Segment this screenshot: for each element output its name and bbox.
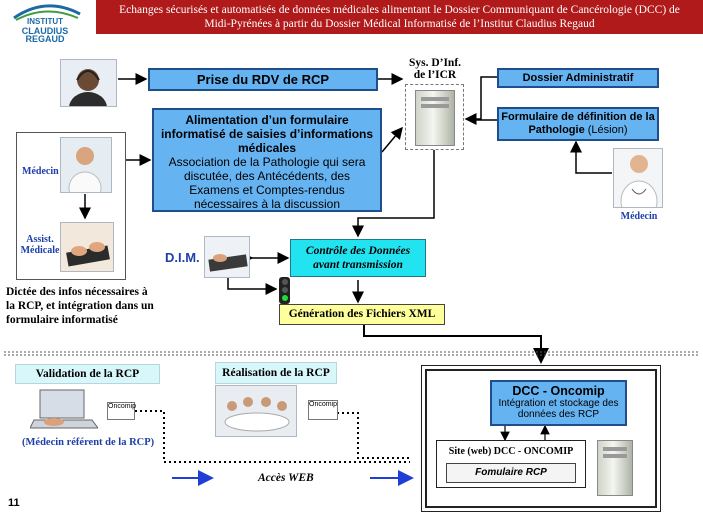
server-frame xyxy=(405,84,464,150)
rdv-label: Prise du RDV de RCP xyxy=(196,72,330,87)
dcc-body: Intégration et stockage des données des … xyxy=(498,398,619,420)
doctor-icon xyxy=(613,148,663,208)
formulaire-def-label: Formulaire de définition de la Pathologi… xyxy=(501,111,655,136)
logo-text: INSTITUT CLAUDIUS REGAUD xyxy=(21,17,69,44)
oncomip-screen: Oncomip xyxy=(308,400,338,420)
realisation-label: Réalisation de la RCP xyxy=(215,362,337,384)
generation-label: Génération des Fichiers XML xyxy=(288,308,436,320)
title-line-2: Midi-Pyrénées à partir du Dossier Médica… xyxy=(204,18,595,30)
acces-web-label: Accès WEB xyxy=(258,472,314,484)
formulaire-body: Association de la Pathologie qui sera di… xyxy=(168,155,366,211)
doctor-icon xyxy=(60,137,112,193)
dossier-admin-box: Dossier Administratif xyxy=(497,68,659,88)
dcc-oncomip-box: DCC - Oncomip Intégration et stockage de… xyxy=(490,380,627,426)
generation-box: Génération des Fichiers XML xyxy=(279,304,445,325)
typing-hands-icon xyxy=(204,236,250,278)
traffic-light-icon xyxy=(279,277,290,304)
dcc-title: DCC - Oncomip xyxy=(512,384,605,398)
dcc-frame-inner xyxy=(425,369,657,508)
dossier-admin-label: Dossier Administratif xyxy=(522,72,634,84)
sys-label: Sys. D’Inf. de l’ICR xyxy=(408,57,462,81)
server-icon xyxy=(597,440,633,496)
rdv-box: Prise du RDV de RCP xyxy=(148,68,378,91)
formulaire-def-suffix: (Lésion) xyxy=(587,124,628,136)
medecin-referent-label: (Médecin référent de la RCP) xyxy=(22,437,155,448)
formulaire-def-box: Formulaire de définition de la Pathologi… xyxy=(497,107,659,141)
dim-label: D.I.M. xyxy=(165,250,200,265)
page-number: 11 xyxy=(8,497,20,509)
left-panel xyxy=(16,132,126,280)
institute-logo xyxy=(6,0,86,46)
dcc-frame xyxy=(421,365,661,512)
laptop-icon xyxy=(29,388,99,432)
dictee-caption: Dictée des infos nécessaires à la RCP, e… xyxy=(6,286,154,326)
medecin-left-label: Médecin xyxy=(22,166,59,177)
assist-label: Assist. Médicale xyxy=(20,234,60,256)
formulaire-box: Alimentation d’un formulaire informatisé… xyxy=(152,108,382,212)
meeting-icon xyxy=(215,385,297,437)
oncomip-screen: Oncomip xyxy=(107,402,136,420)
formulaire-title: Alimentation d’un formulaire informatisé… xyxy=(160,113,374,155)
validation-label: Validation de la RCP xyxy=(15,364,160,384)
medecin-right-label: Médecin xyxy=(620,211,658,222)
typing-hands-icon xyxy=(60,222,114,272)
headset-person-icon xyxy=(60,59,117,107)
server-icon xyxy=(415,90,455,146)
controle-box: Contrôle des Données avant transmission xyxy=(290,239,426,277)
title-line-1: Echanges sécurisés et automatisés de don… xyxy=(119,4,680,16)
site-web-label: Site (web) DCC - ONCOMIP xyxy=(448,446,574,457)
title-banner: Echanges sécurisés et automatisés de don… xyxy=(96,0,703,34)
formulaire-rcp-box: Fomulaire RCP xyxy=(446,463,576,483)
site-web-box: Site (web) DCC - ONCOMIP Fomulaire RCP xyxy=(436,440,586,488)
